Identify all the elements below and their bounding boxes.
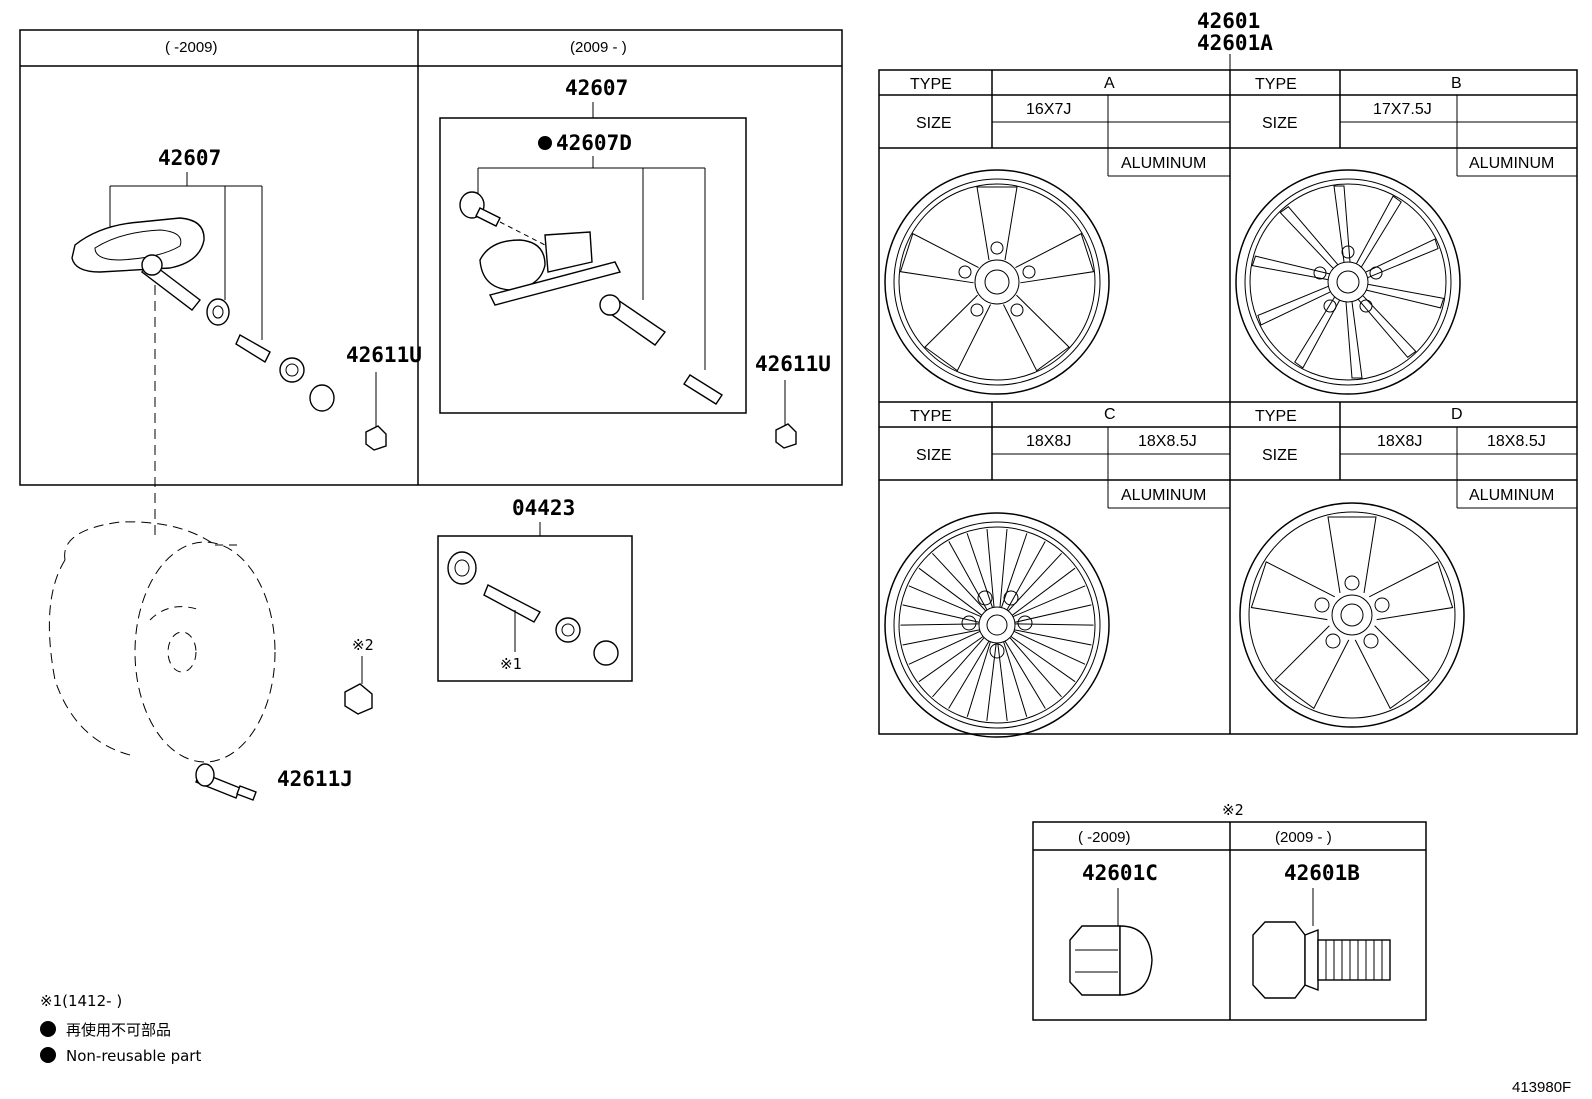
nut-table: ※2 ( -2009) (2009 - ) 42601C 42601B [1032, 801, 1427, 1021]
type-value-d: D [1451, 406, 1463, 423]
legend-en-text: Non-reusable part [66, 1047, 201, 1065]
nut-table-header-left: ( -2009) [1078, 829, 1131, 846]
left-sensor-group: 42607 [71, 146, 335, 412]
valve-part-number: 42611J [277, 767, 353, 791]
nut-left-part-number: 42601C [1082, 861, 1158, 885]
size-a-1: 16X7J [1026, 101, 1071, 118]
right-nut-part-number: 42611U [755, 352, 831, 376]
nut-table-note: ※2 [1222, 801, 1244, 819]
right-sensor-part-number: 42607 [565, 76, 628, 100]
nut-right-part-number: 42601B [1284, 861, 1360, 885]
wheel-part-number-1: 42601 [1197, 9, 1260, 33]
left-sensor-part-number: 42607 [158, 146, 221, 170]
type-label-c: TYPE [910, 408, 952, 425]
material-c: ALUMINUM [1121, 487, 1206, 504]
size-label-d: SIZE [1262, 447, 1298, 464]
figure-id: 413980F [1512, 1079, 1571, 1096]
right-sensor-group: 42607 42607D [439, 76, 747, 414]
legend-jp-text: 再使用不可部品 [66, 1021, 171, 1039]
tpms-header-right: (2009 - ) [570, 39, 627, 56]
right-sensor-sub-part-number: 42607D [556, 131, 632, 155]
legend-note-1: ※1(1412- ) [40, 992, 122, 1010]
wheel-drawing-b [1235, 169, 1461, 395]
legend: ※1(1412- ) 再使用不可部品 Non-reusable part [40, 992, 201, 1065]
valve-kit: 04423 ※1 [437, 496, 633, 682]
wheel-assembly: 42611J ※2 [48, 285, 374, 801]
size-b-1: 17X7.5J [1373, 101, 1432, 118]
wheel-drawing-c [884, 512, 1110, 738]
type-label-d: TYPE [1255, 408, 1297, 425]
legend-dot-en [40, 1047, 56, 1063]
material-d: ALUMINUM [1469, 487, 1554, 504]
type-label-b: TYPE [1255, 76, 1297, 93]
size-label-b: SIZE [1262, 115, 1298, 132]
tpms-panel: ( -2009) (2009 - ) 42607 42611U [19, 29, 843, 486]
size-label-a: SIZE [916, 115, 952, 132]
size-c-1: 18X8J [1026, 433, 1071, 450]
nut-table-header-right: (2009 - ) [1275, 829, 1332, 846]
material-a: ALUMINUM [1121, 155, 1206, 172]
valve-kit-part-number: 04423 [512, 496, 575, 520]
wheel-drawing-d [1239, 502, 1465, 728]
type-value-c: C [1104, 406, 1116, 423]
type-value-b: B [1451, 75, 1462, 92]
tpms-header-left: ( -2009) [165, 39, 218, 56]
wheel-part-number-2: 42601A [1197, 31, 1273, 55]
size-d-1: 18X8J [1377, 433, 1422, 450]
wheel-drawing-a [884, 169, 1110, 395]
lug-nut-note: ※2 [352, 636, 374, 654]
left-nut-part-number: 42611U [346, 343, 422, 367]
right-nut-group: 42611U [755, 352, 831, 449]
size-c-2: 18X8.5J [1138, 433, 1197, 450]
legend-dot-jp [40, 1021, 56, 1037]
size-label-c: SIZE [916, 447, 952, 464]
type-label-a: TYPE [910, 76, 952, 93]
valve-kit-note: ※1 [500, 655, 522, 673]
wheel-table: 42601 42601A TYPE A TYPE B SIZE 16X7J SI… [878, 9, 1578, 738]
material-b: ALUMINUM [1469, 155, 1554, 172]
non-reusable-dot [538, 136, 552, 150]
left-nut-group: 42611U [346, 343, 422, 451]
size-d-2: 18X8.5J [1487, 433, 1546, 450]
type-value-a: A [1104, 75, 1115, 92]
